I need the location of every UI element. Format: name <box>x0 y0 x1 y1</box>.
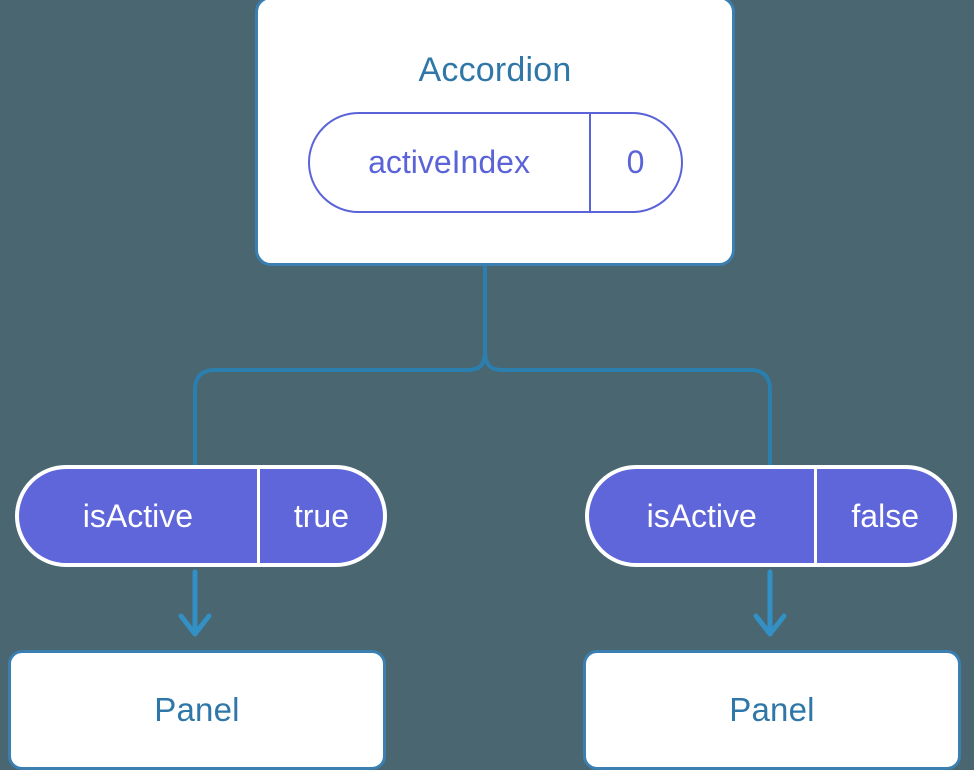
arrow-left-head <box>178 613 212 637</box>
connector-branch-right <box>503 368 772 469</box>
prop-pill-right[interactable]: isActive false <box>585 465 957 567</box>
accordion-node[interactable]: Accordion activeIndex 0 <box>255 0 735 266</box>
accordion-title: Accordion <box>418 51 572 89</box>
accordion-state-value: 0 <box>626 144 645 180</box>
panel-node-left[interactable]: Panel <box>8 650 386 770</box>
panel-right-title: Panel <box>729 691 815 728</box>
prop-pill-left[interactable]: isActive true <box>15 465 387 567</box>
arrow-right-head <box>753 613 787 637</box>
accordion-state-pill[interactable]: activeIndex 0 <box>307 112 683 213</box>
connector-trunk-mirror <box>463 348 487 372</box>
prop-pill-left-value: true <box>293 497 349 534</box>
prop-pill-left-key: isActive <box>19 469 260 563</box>
connector-branch-left <box>193 368 467 469</box>
panel-node-right[interactable]: Panel <box>583 650 961 770</box>
connector-trunk <box>483 264 507 372</box>
prop-pill-right-value: false <box>851 497 919 534</box>
panel-left-title: Panel <box>154 691 240 728</box>
prop-pill-right-key: isActive <box>589 469 818 563</box>
accordion-state-key: activeIndex <box>310 114 591 211</box>
